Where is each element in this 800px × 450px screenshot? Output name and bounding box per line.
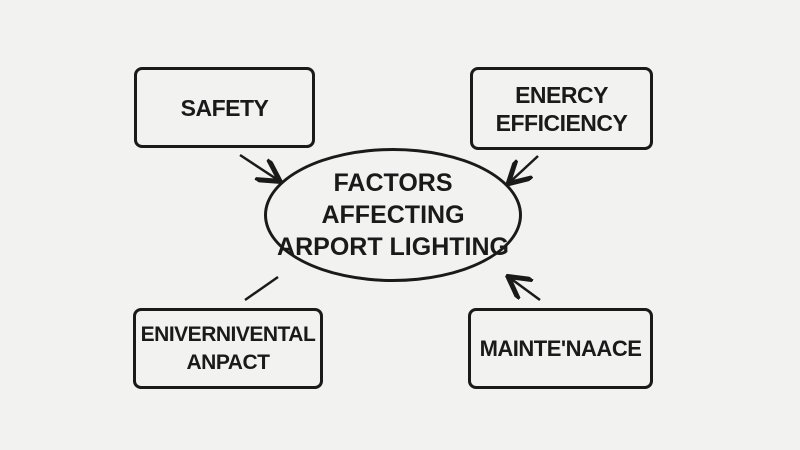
node-label: ANPACT (186, 350, 270, 374)
arrow-energy-efficiency (510, 155, 539, 182)
central-topic-ellipse: FACTORS AFFECTING ARPORT LIGHTING (264, 148, 522, 282)
arrow-safety (239, 153, 278, 180)
node-safety: SAFETY (134, 67, 315, 148)
node-label: ENIVERNIVENTAL (140, 322, 316, 346)
node-label: MAINTE'NAACE (479, 335, 642, 361)
central-topic-line: AFFECTING (321, 201, 465, 229)
arrow-maintenance (510, 278, 541, 302)
node-label: SAFETY (180, 94, 269, 121)
node-label: EFFICIENCY (495, 109, 628, 136)
central-topic-line: FACTORS (333, 169, 453, 197)
node-label: ENERCY (515, 81, 608, 108)
line-environmental-impact (244, 275, 279, 302)
node-energy-efficiency: ENERCY EFFICIENCY (470, 67, 653, 150)
node-maintenance: MAINTE'NAACE (468, 308, 653, 389)
central-topic-line: ARPORT LIGHTING (277, 233, 509, 261)
node-environmental-impact: ENIVERNIVENTAL ANPACT (133, 308, 323, 389)
